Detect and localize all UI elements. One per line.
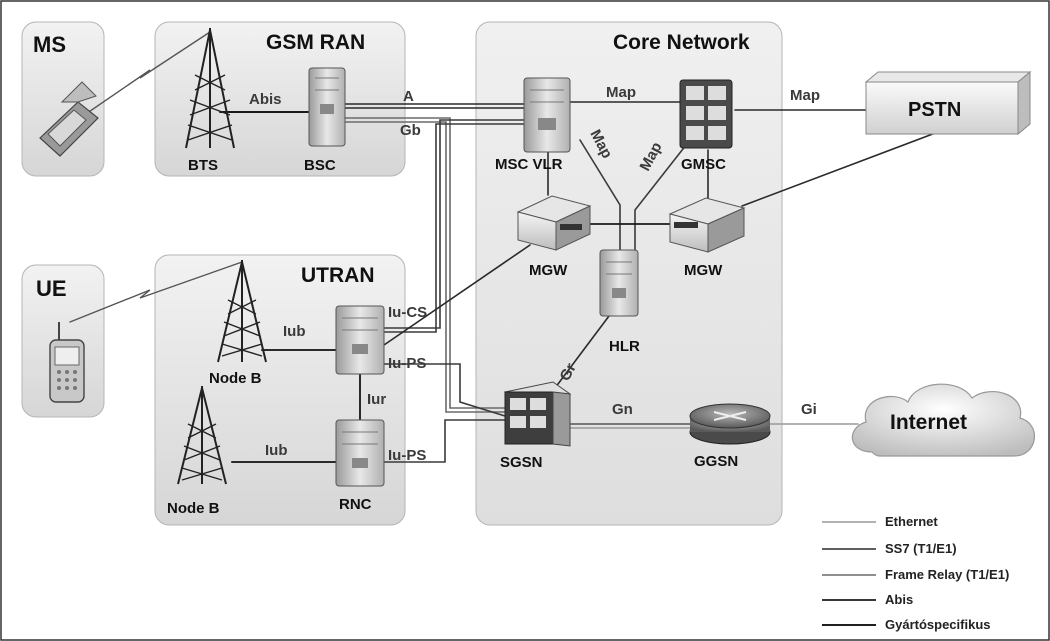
link-iucs-b [383, 123, 525, 333]
sgsn-icon [503, 381, 572, 447]
legend: Ethernet SS7 (T1/E1) Frame Relay (T1/E1)… [822, 514, 1009, 632]
bts-label: BTS [188, 157, 218, 174]
ggsn-label: GGSN [694, 453, 738, 470]
legend-label-ethernet: Ethernet [885, 514, 938, 529]
legend-label-vendor: Gyártóspecifikus [885, 617, 991, 632]
link-iups2 [383, 419, 506, 463]
node-b2-label: Node B [167, 500, 220, 517]
gsm-ran-title: GSM RAN [266, 31, 365, 54]
gmsc-switch-icon [679, 79, 733, 149]
mgw1-icon [516, 195, 592, 251]
bsc-server-icon [308, 67, 346, 147]
link-mgw-pstn [741, 131, 939, 207]
radio-link-ms [79, 31, 211, 119]
internet-cloud-icon [851, 383, 1036, 457]
iu-ps-label-2: Iu-PS [388, 447, 426, 464]
iub-label-1: Iub [283, 323, 306, 340]
legend-label-frame-relay: Frame Relay (T1/E1) [885, 567, 1009, 582]
hlr-server-icon [599, 249, 639, 317]
ms-region-title: MS [33, 32, 66, 57]
ue-phone-icon [49, 322, 85, 403]
legend-item: Abis [822, 592, 913, 607]
core-network-title: Core Network [613, 31, 750, 54]
iub-label-2: Iub [265, 442, 288, 459]
gb-interface-label: Gb [400, 122, 421, 139]
radio-link-ue [69, 261, 243, 323]
ggsn-router-icon [689, 403, 771, 445]
legend-item: Gyártóspecifikus [822, 617, 991, 632]
bts-tower-icon [185, 28, 235, 149]
gmsc-label: GMSC [681, 156, 726, 173]
iu-cs-label: Iu-CS [388, 304, 427, 321]
rnc-label: RNC [339, 496, 372, 513]
link-gr [551, 311, 613, 393]
node-b1-tower-icon [217, 260, 267, 363]
link-gb-2 [343, 121, 506, 413]
a-interface-label: A [403, 88, 414, 105]
mgw1-label: MGW [529, 262, 568, 279]
legend-item: Frame Relay (T1/E1) [822, 567, 1009, 582]
map-label-gmsc-pstn: Map [790, 87, 820, 104]
gi-label: Gi [801, 401, 817, 418]
links [69, 31, 939, 463]
msc-vlr-server-icon [523, 77, 571, 153]
legend-label-abis: Abis [885, 592, 913, 607]
link-iucs-mgw [383, 244, 531, 346]
msc-vlr-label: MSC VLR [495, 156, 563, 173]
legend-item: Ethernet [822, 514, 938, 529]
mgw2-icon [668, 197, 746, 253]
hlr-label: HLR [609, 338, 640, 355]
abis-label: Abis [249, 91, 282, 108]
link-map-msc-hlr [579, 139, 621, 251]
utran-title: UTRAN [301, 264, 375, 287]
sgsn-label: SGSN [500, 454, 543, 471]
rnc-upper-server-icon [335, 305, 385, 375]
gn-label: Gn [612, 401, 633, 418]
iu-ps-label-1: Iu-PS [388, 355, 426, 372]
internet-label: Internet [890, 411, 967, 434]
map-label-msc-gmsc: Map [606, 84, 636, 101]
rnc-lower-server-icon [335, 419, 385, 487]
node-b1-label: Node B [209, 370, 262, 387]
link-iups1 [383, 363, 506, 417]
bsc-label: BSC [304, 157, 336, 174]
iur-label: Iur [367, 391, 386, 408]
link-iucs-a [383, 119, 525, 329]
ue-region-title: UE [36, 276, 67, 301]
node-b2-tower-icon [177, 386, 227, 485]
ms-phone-icon [39, 81, 99, 157]
link-map-gmsc-hlr [634, 139, 691, 251]
mgw2-label: MGW [684, 262, 723, 279]
legend-label-ss7: SS7 (T1/E1) [885, 541, 957, 556]
legend-item: SS7 (T1/E1) [822, 541, 957, 556]
gr-label: Gr [557, 360, 580, 384]
pstn-box-icon [864, 70, 1032, 136]
pstn-label: PSTN [908, 99, 961, 121]
